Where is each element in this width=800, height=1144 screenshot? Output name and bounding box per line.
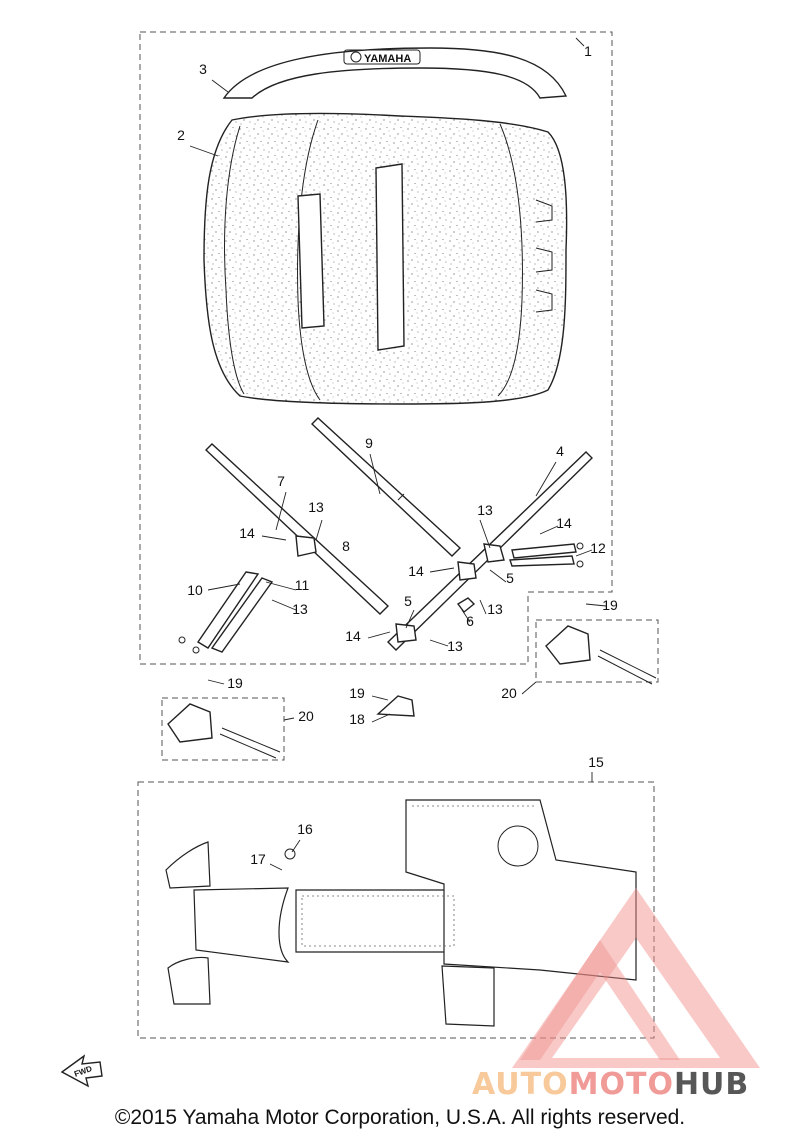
callout-c19a: 19 xyxy=(602,597,618,613)
part-10-struts[interactable] xyxy=(178,571,274,654)
part-9-pole[interactable] xyxy=(310,417,462,557)
callout-c20a: 20 xyxy=(501,685,517,701)
callout-c14b: 14 xyxy=(556,515,572,531)
callout-c16: 16 xyxy=(297,821,313,837)
assembly-box-20-left xyxy=(161,697,285,761)
part-20-latch-right[interactable] xyxy=(545,625,657,685)
callout-c13c: 13 xyxy=(477,502,493,518)
callout-c19c: 19 xyxy=(349,685,365,701)
callout-c8: 8 xyxy=(342,538,350,554)
assembly-box-1 xyxy=(139,31,613,665)
assembly-box-20-right xyxy=(535,619,659,683)
part-2-seat-cushion[interactable] xyxy=(203,112,568,405)
callout-c11: 11 xyxy=(295,577,310,593)
callout-c14a: 14 xyxy=(239,525,255,541)
callout-c6: 6 xyxy=(466,613,474,629)
callout-c4: 4 xyxy=(556,443,564,459)
yamaha-badge: YAMAHA xyxy=(364,53,411,65)
watermark-moto: MOTO xyxy=(569,1067,674,1102)
callout-c15: 15 xyxy=(588,754,604,770)
watermark: AUTOMOTOHUB xyxy=(472,888,760,1102)
callout-c5b: 5 xyxy=(404,593,412,609)
callout-c17: 17 xyxy=(250,851,266,867)
callout-c20b: 20 xyxy=(298,708,314,724)
callout-c14c: 14 xyxy=(408,563,424,579)
callout-c7: 7 xyxy=(277,473,285,489)
leader-lines xyxy=(189,37,607,871)
fwd-arrow-icon: FWD xyxy=(60,1054,103,1088)
callout-c5a: 5 xyxy=(506,570,514,586)
part-7-pole[interactable] xyxy=(204,443,390,615)
callout-c13a: 13 xyxy=(308,499,324,515)
callout-c13b: 13 xyxy=(292,601,308,617)
callout-c14d: 14 xyxy=(345,628,361,644)
svg-text:AUTOMOTOHUB: AUTOMOTOHUB xyxy=(472,1067,749,1102)
callout-c9: 9 xyxy=(365,435,373,451)
part-15-mats[interactable] xyxy=(165,799,637,1027)
part-4-pole[interactable] xyxy=(386,451,593,651)
part-6-pin[interactable] xyxy=(456,597,476,613)
part-12-gas-springs[interactable] xyxy=(509,542,584,568)
copyright-notice: ©2015 Yamaha Motor Corporation, U.S.A. A… xyxy=(114,1106,686,1129)
part-3-strap[interactable]: YAMAHA xyxy=(222,47,568,99)
callout-c13e: 13 xyxy=(447,638,463,654)
callout-c2: 2 xyxy=(177,127,185,143)
assembly-box-15 xyxy=(137,781,655,1039)
watermark-auto: AUTO xyxy=(472,1067,569,1102)
callout-c1: 1 xyxy=(584,43,592,59)
watermark-triangle-icon xyxy=(512,888,760,1068)
callout-c18: 18 xyxy=(349,711,365,727)
part-20-latch-left[interactable] xyxy=(167,703,281,759)
callout-c13d: 13 xyxy=(487,601,503,617)
callout-c10: 10 xyxy=(187,582,203,598)
callout-c19b: 19 xyxy=(227,675,243,691)
watermark-hub: HUB xyxy=(674,1067,749,1102)
callout-c3: 3 xyxy=(199,61,207,77)
part-18-bracket[interactable] xyxy=(376,695,415,717)
callout-c12: 12 xyxy=(590,540,606,556)
